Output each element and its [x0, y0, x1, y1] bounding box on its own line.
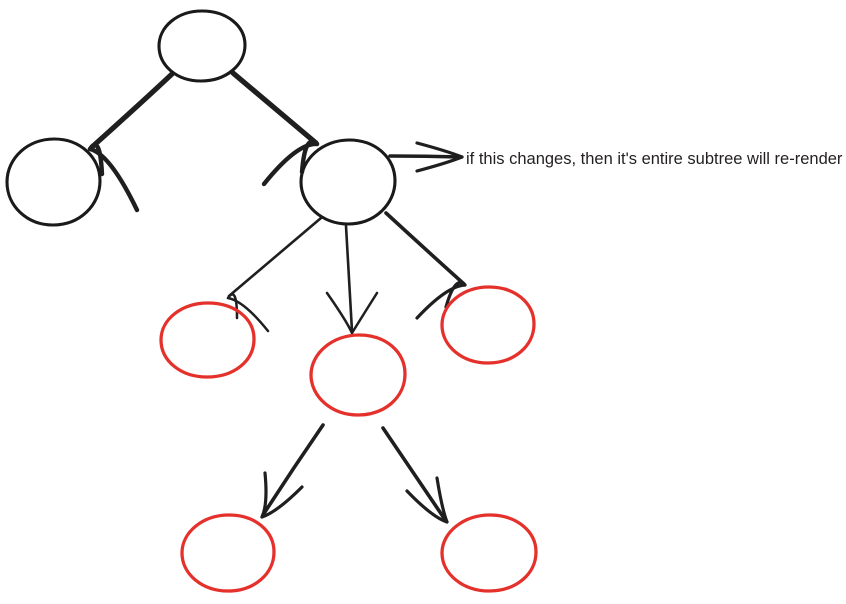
- node-root[interactable]: [157, 9, 247, 83]
- node-red-mid[interactable]: [309, 333, 407, 417]
- edge-root-to-right-child: [230, 70, 320, 187]
- edge-red-mid-to-bot-left: [260, 423, 325, 519]
- edge-right-child-to-red-right: [384, 211, 467, 320]
- edge-red-mid-to-bot-right: [381, 426, 449, 524]
- edge-right-child-to-annotation: [388, 141, 464, 173]
- node-red-right[interactable]: [440, 285, 536, 365]
- edge-right-child-to-red-left: [226, 216, 323, 333]
- node-left-child[interactable]: [5, 137, 102, 227]
- node-red-bot-left[interactable]: [180, 513, 276, 593]
- edge-right-child-to-red-mid: [325, 224, 379, 335]
- node-red-left[interactable]: [159, 301, 256, 379]
- node-red-bot-right[interactable]: [440, 513, 538, 593]
- edge-root-to-left-child: [87, 71, 175, 213]
- node-right-child[interactable]: [299, 138, 397, 226]
- annotation-subtree-rerender: if this changes, then it's entire subtre…: [466, 150, 843, 168]
